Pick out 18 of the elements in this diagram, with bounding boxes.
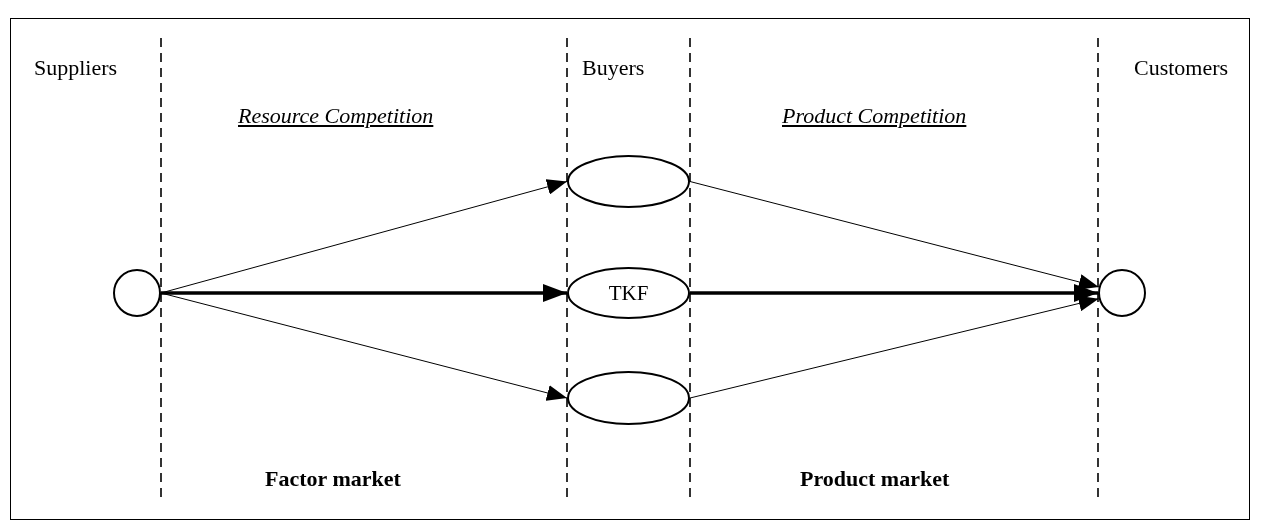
arrow bbox=[689, 295, 1100, 399]
arrow bbox=[689, 181, 1100, 290]
market-label: Product market bbox=[800, 466, 950, 492]
arrow bbox=[690, 284, 1098, 302]
section-heading: Resource Competition bbox=[238, 103, 434, 129]
market-label: Factor market bbox=[265, 466, 401, 492]
circle-node bbox=[1098, 269, 1146, 317]
column-heading: Customers bbox=[1134, 55, 1229, 81]
arrow bbox=[161, 284, 567, 302]
circle-node bbox=[113, 269, 161, 317]
ellipse-node bbox=[567, 155, 690, 208]
node-label: TKF bbox=[608, 280, 649, 306]
arrow bbox=[160, 292, 568, 401]
section-heading: Product Competition bbox=[782, 103, 967, 129]
ellipse-node bbox=[567, 371, 690, 425]
column-heading: Buyers bbox=[582, 55, 645, 81]
column-heading: Suppliers bbox=[34, 55, 118, 81]
ellipse-node bbox=[567, 267, 690, 319]
